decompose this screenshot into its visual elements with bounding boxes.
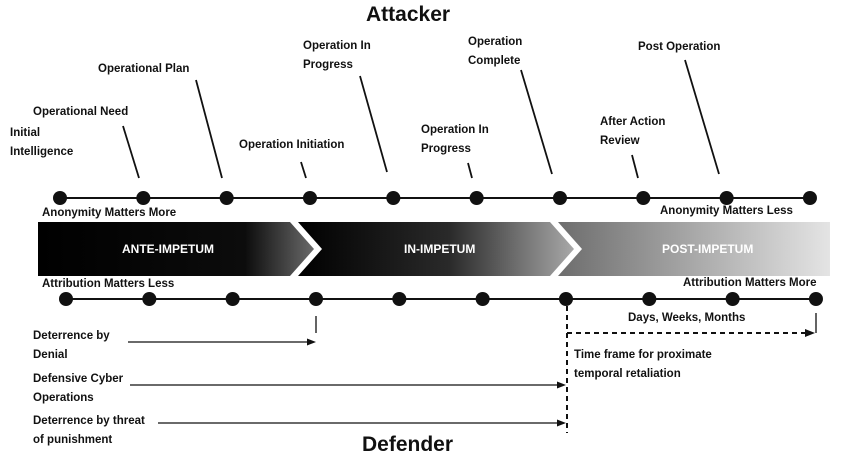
attacker-heading: Attacker — [366, 3, 451, 26]
attacker-timeline-dot — [469, 191, 484, 205]
attacker-leader-line — [195, 79, 223, 179]
attacker-event-label: Operational Need — [33, 103, 128, 122]
defender-heading: Defender — [362, 433, 454, 456]
defender-timeline-dot — [225, 292, 240, 306]
defender-timeline-dot — [642, 292, 657, 306]
attacker-timeline-dot — [636, 191, 651, 205]
punishment-arrowhead — [557, 419, 566, 427]
attacker-event-label: Operation In Progress — [421, 121, 489, 159]
attacker-event-line: Initial — [10, 127, 41, 139]
deterrence-denial-label: Deterrence by Denial — [33, 327, 110, 365]
deterrence-denial-line2: Denial — [33, 349, 68, 361]
retaliation-timeframe-label: Time frame for proximate temporal retali… — [574, 346, 712, 384]
attribution-less-label: Attribution Matters Less — [42, 278, 175, 290]
attacker-event-label: Post Operation — [638, 38, 720, 57]
deterrence-punishment-line2: of punishment — [33, 434, 113, 446]
attacker-leader-line — [631, 154, 639, 179]
deterrence-punishment-label: Deterrence by threat of punishment — [33, 412, 145, 450]
defensive-ops-line2: Operations — [33, 392, 94, 404]
attacker-event-line: Operation In — [421, 124, 489, 136]
attribution-more-label: Attribution Matters More — [683, 277, 817, 289]
attacker-timeline-dot — [386, 191, 401, 205]
phase-post-impetum-shape — [558, 222, 830, 276]
anonymity-less-label: Anonymity Matters Less — [660, 205, 793, 217]
defender-timeline-dot — [392, 292, 407, 306]
attacker-event-line: After Action — [600, 116, 666, 128]
attacker-event-line: Operation Initiation — [239, 139, 345, 151]
attacker-timeline-dot — [53, 191, 67, 205]
attacker-event-line: Complete — [468, 55, 521, 67]
defender-timeline-dot — [308, 292, 323, 306]
attacker-event-line: Post Operation — [638, 41, 721, 53]
attacker-timeline-dot — [719, 191, 734, 205]
deterrence-denial-line1: Deterrence by — [33, 330, 110, 342]
phase-in-impetum: IN-IMPETUM — [404, 242, 476, 256]
attacker-event-line: Operational Plan — [98, 63, 190, 75]
retaliation-duration-label: Days, Weeks, Months — [628, 312, 746, 324]
attacker-event-line: Intelligence — [10, 146, 74, 158]
anonymity-more-label: Anonymity Matters More — [42, 207, 177, 219]
attacker-timeline-dot — [302, 191, 317, 205]
defender-timeline-dot — [59, 292, 73, 306]
defender-arrows — [128, 306, 817, 433]
attacker-leader-line — [684, 59, 720, 175]
attacker-event-line: Progress — [421, 143, 471, 155]
attacker-leader-line — [467, 162, 473, 179]
attacker-event-label: Operational Plan — [98, 60, 189, 79]
retaliation-arrowhead — [805, 329, 815, 337]
attacker-leader-line — [520, 69, 553, 175]
attacker-event-line: Review — [600, 135, 640, 147]
phase-post-impetum: POST-IMPETUM — [662, 242, 754, 256]
defender-timeline-dot — [142, 292, 157, 306]
attacker-leader-line — [300, 161, 307, 179]
phase-in-impetum-shape — [298, 222, 574, 276]
attacker-event-line: Operation In — [303, 40, 371, 52]
attacker-timeline-dot — [136, 191, 151, 205]
defensive-ops-label: Defensive Cyber Operations — [33, 370, 123, 408]
defender-timeline — [59, 292, 823, 306]
attacker-event-line: Operational Need — [33, 106, 129, 118]
deterrence-punishment-line1: Deterrence by threat — [33, 415, 145, 427]
attacker-event-label: Operation In Progress — [303, 37, 371, 75]
phase-ante-impetum: ANTE-IMPETUM — [122, 242, 214, 256]
defender-timeline-dot — [558, 292, 573, 306]
attacker-leader-line — [359, 75, 388, 173]
phase-ante-impetum-shape — [38, 222, 314, 276]
attacker-timeline — [53, 59, 817, 205]
defender-timeline-dot — [475, 292, 490, 306]
attacker-timeline-dot — [219, 191, 234, 205]
phase-banner — [38, 222, 830, 276]
attacker-leader-line — [122, 125, 140, 179]
attacker-timeline-dot — [802, 191, 817, 205]
denial-arrowhead — [307, 338, 316, 346]
defender-timeline-dot — [725, 292, 740, 306]
defensive-ops-arrowhead — [557, 381, 566, 389]
defender-timeline-dot — [808, 292, 823, 306]
attacker-event-line: Progress — [303, 59, 353, 71]
attacker-timeline-dot — [552, 191, 567, 205]
retaliation-line2: temporal retaliation — [574, 368, 681, 380]
retaliation-line1: Time frame for proximate — [574, 349, 712, 361]
attacker-event-label: Operation Initiation — [239, 136, 344, 155]
defensive-ops-line1: Defensive Cyber — [33, 373, 124, 385]
attacker-event-line: Operation — [468, 36, 523, 48]
